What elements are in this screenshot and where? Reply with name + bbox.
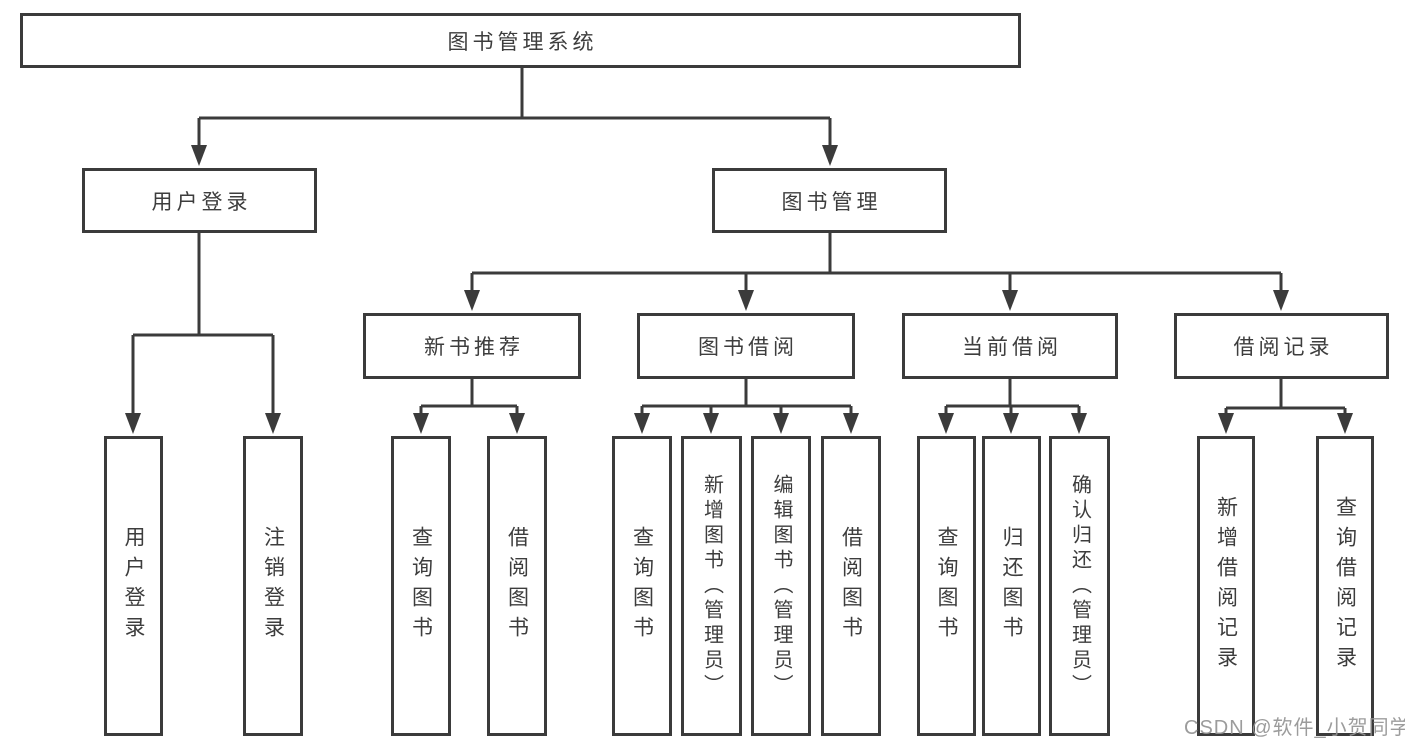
node-root: 图书管理系统	[20, 13, 1021, 68]
leaf-confirm-return-admin: 确认归还（管理员）	[1049, 436, 1110, 736]
leaf-user-login: 用户登录	[104, 436, 163, 736]
leaf-query-books-3-label: 查询图书	[935, 526, 958, 646]
leaf-query-borrow-record-label: 查询借阅记录	[1333, 496, 1357, 676]
node-current-borrow: 当前借阅	[902, 313, 1118, 379]
leaf-return-book: 归还图书	[982, 436, 1041, 736]
leaf-query-borrow-record: 查询借阅记录	[1316, 436, 1374, 736]
leaf-edit-book-admin-label: 编辑图书（管理员）	[770, 473, 792, 699]
node-user-login: 用户登录	[82, 168, 317, 233]
node-borrow-records: 借阅记录	[1174, 313, 1389, 379]
leaf-confirm-return-admin-label: 确认归还（管理员）	[1068, 473, 1091, 699]
node-borrow-records-label: 借阅记录	[1233, 336, 1334, 359]
node-book-borrow-label: 图书借阅	[698, 336, 798, 359]
leaf-return-book-label: 归还图书	[1000, 526, 1023, 646]
arrowheads	[125, 145, 1353, 434]
leaf-borrow-books-1-label: 借阅图书	[505, 526, 529, 646]
leaf-borrow-books-1: 借阅图书	[487, 436, 547, 736]
leaf-user-login-label: 用户登录	[122, 526, 145, 646]
node-book-management-label: 图书管理	[781, 190, 882, 214]
leaf-query-books-1: 查询图书	[391, 436, 451, 736]
leaf-add-book-admin: 新增图书（管理员）	[681, 436, 742, 736]
leaf-add-borrow-record: 新增借阅记录	[1197, 436, 1255, 736]
csdn-watermark: CSDN @软件_小贺同学	[1184, 717, 1405, 739]
leaf-add-book-admin-label: 新增图书（管理员）	[700, 473, 723, 699]
node-book-borrow: 图书借阅	[637, 313, 855, 379]
connector-strokes	[131, 68, 1347, 420]
leaf-query-books-2-label: 查询图书	[630, 526, 654, 646]
node-new-book-recommend: 新书推荐	[363, 313, 581, 379]
leaf-add-borrow-record-label: 新增借阅记录	[1214, 496, 1238, 676]
leaf-logout: 注销登录	[243, 436, 303, 736]
leaf-query-books-2: 查询图书	[612, 436, 672, 736]
node-current-borrow-label: 当前借阅	[962, 336, 1062, 359]
leaf-borrow-books-2-label: 借阅图书	[839, 526, 863, 646]
leaf-query-books-1-label: 查询图书	[409, 526, 433, 646]
leaf-logout-label: 注销登录	[261, 526, 285, 646]
node-root-label: 图书管理系统	[447, 30, 598, 54]
node-new-book-recommend-label: 新书推荐	[424, 336, 524, 359]
node-user-login-label: 用户登录	[151, 190, 252, 214]
leaf-borrow-books-2: 借阅图书	[821, 436, 881, 736]
node-book-management: 图书管理	[712, 168, 947, 233]
leaf-edit-book-admin: 编辑图书（管理员）	[751, 436, 811, 736]
leaf-query-books-3: 查询图书	[917, 436, 976, 736]
